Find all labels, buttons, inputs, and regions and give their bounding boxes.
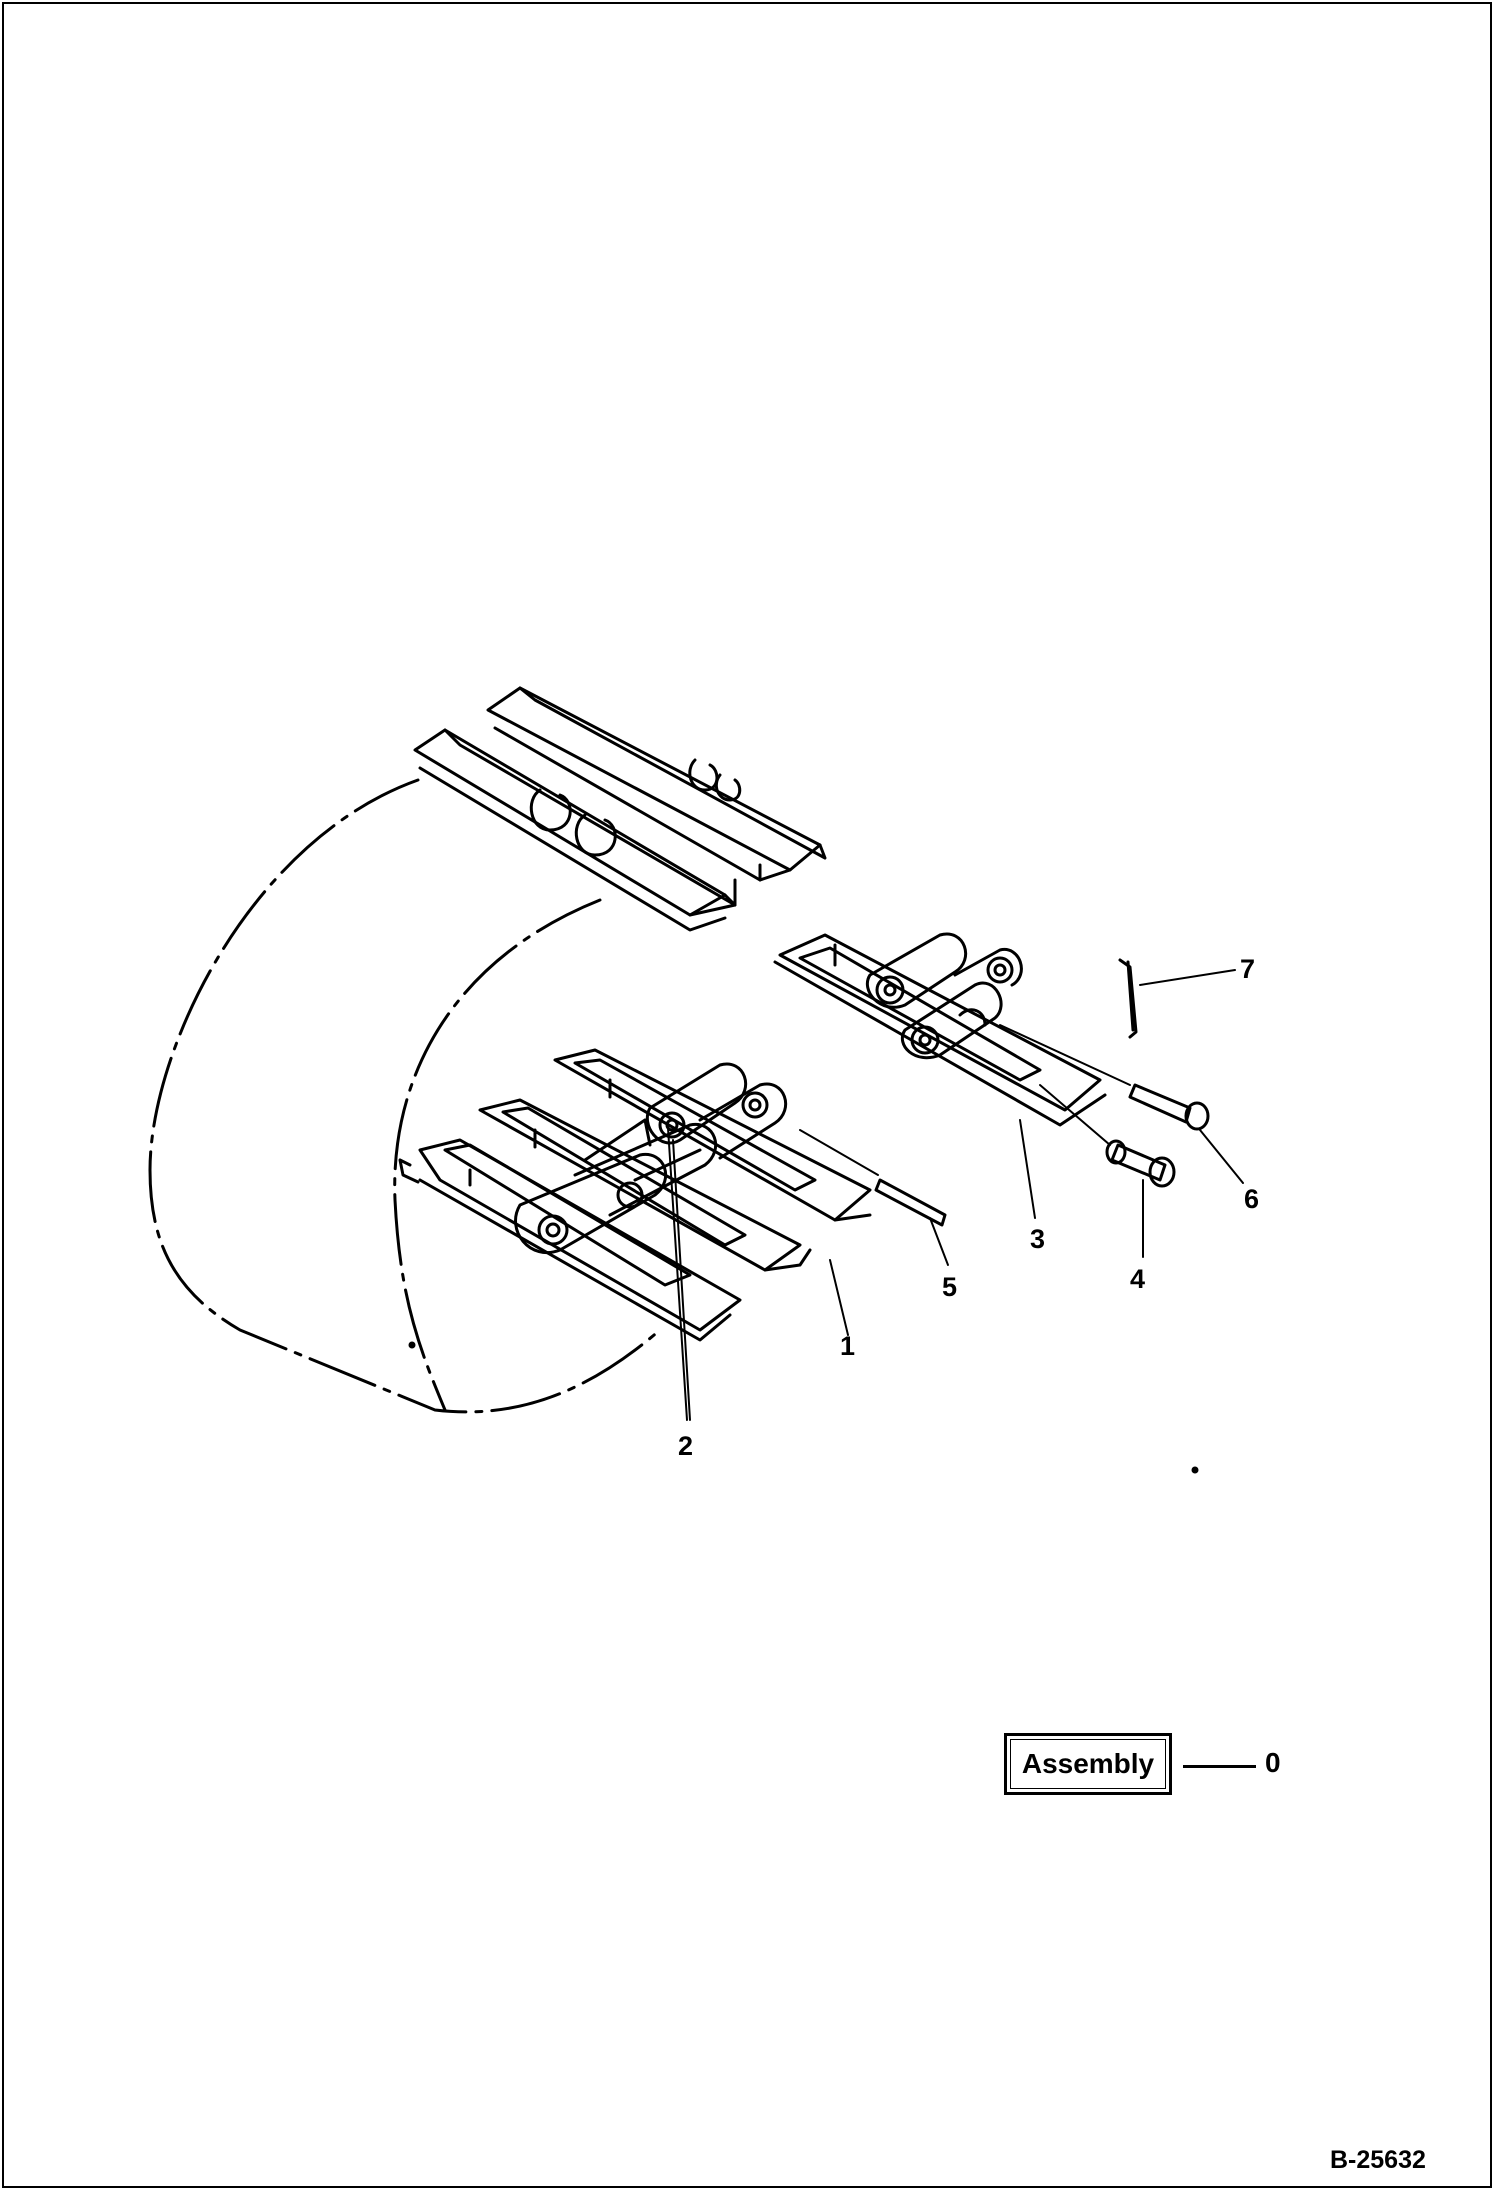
callout-1: 1 <box>840 1331 855 1361</box>
leader-lines <box>667 969 1244 1421</box>
master-pin <box>799 1129 947 1227</box>
callout-4: 4 <box>1130 1264 1145 1294</box>
assembly-number: 0 <box>1265 1747 1281 1778</box>
assembly-label: Assembly <box>1021 1748 1155 1779</box>
assembly-leader <box>1183 1765 1256 1768</box>
callout-2: 2 <box>678 1431 693 1461</box>
lower-track-links <box>514 1062 788 1254</box>
callout-5: 5 <box>942 1272 957 1302</box>
upper-track-shoes <box>413 686 827 932</box>
callout-labels: 1 2 3 4 5 6 7 <box>678 954 1259 1461</box>
assembly-box: Assembly <box>1004 1733 1172 1795</box>
track-loop-outline <box>148 778 1199 1474</box>
headed-pin <box>999 1024 1210 1131</box>
exploded-shoe-and-link <box>773 932 1107 1127</box>
figure-id: B-25632 <box>1330 2146 1426 2174</box>
callout-3: 3 <box>1030 1224 1045 1254</box>
lower-track-shoes <box>398 1048 872 1342</box>
spring-pin <box>1118 958 1138 1039</box>
callout-7: 7 <box>1240 954 1255 984</box>
callout-6: 6 <box>1244 1184 1259 1214</box>
bushing <box>1039 1084 1176 1188</box>
